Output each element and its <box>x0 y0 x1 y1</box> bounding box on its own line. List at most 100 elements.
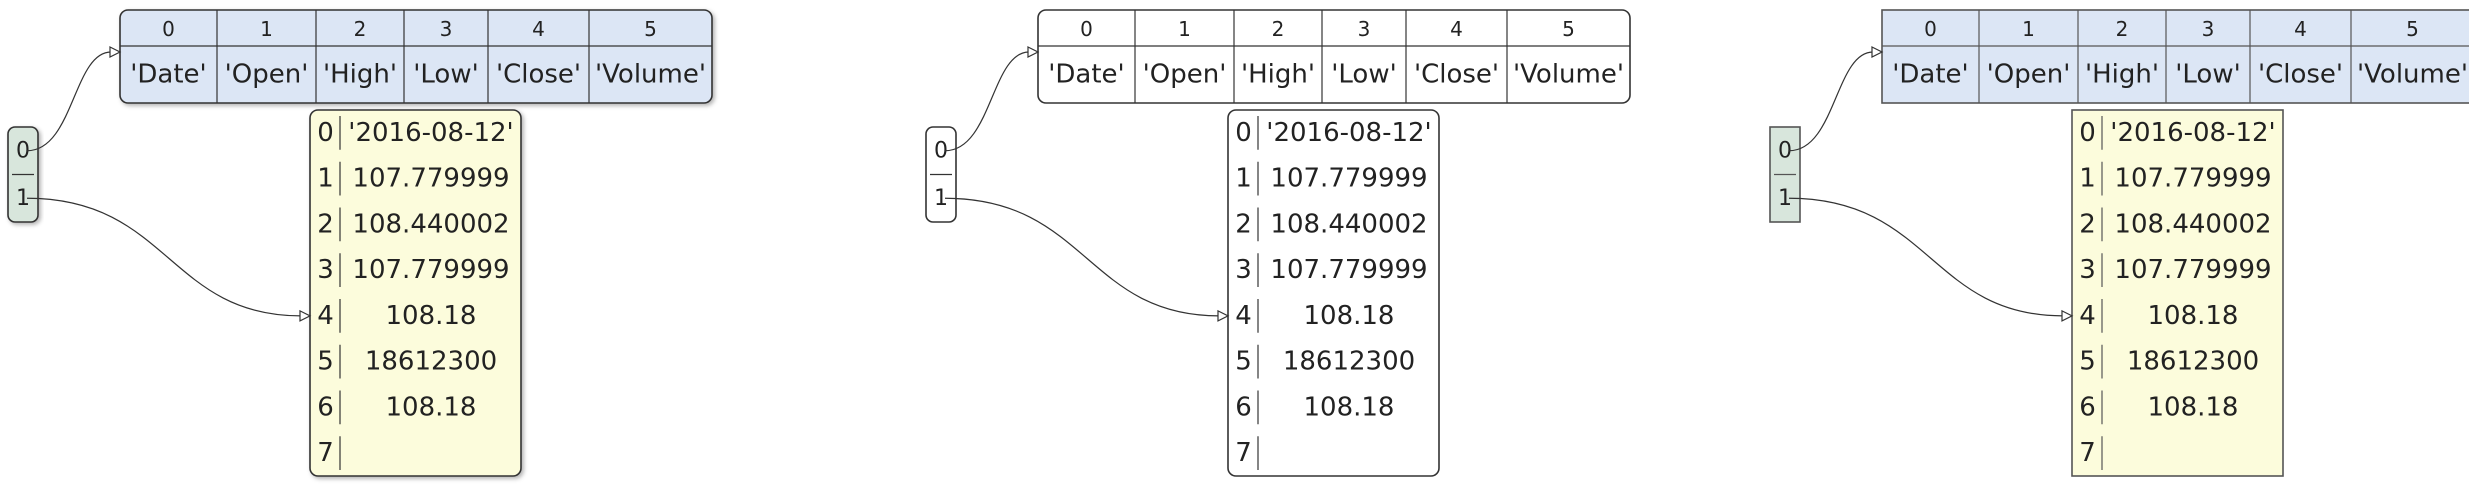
row-value: 18612300 <box>2127 347 2259 377</box>
row-index: 0 <box>2079 118 2096 148</box>
header-index: 3 <box>1358 17 1371 41</box>
row-value: 107.779999 <box>352 164 509 194</box>
root-index: 0 <box>1778 138 1792 163</box>
row-index: 2 <box>317 209 334 239</box>
row-value: 108.440002 <box>2114 209 2271 239</box>
diagram-2: 0'Date'1'Open'2'High'3'Low'4'Close'5'Vol… <box>1769 9 2469 477</box>
row-index: 6 <box>317 392 334 422</box>
row-value: 107.779999 <box>352 255 509 285</box>
row-value: 107.779999 <box>2114 164 2271 194</box>
header-list-box <box>1881 9 2469 104</box>
row-index: 3 <box>2079 255 2096 285</box>
header-value: 'Low' <box>2175 60 2241 90</box>
row-value: '2016-08-12' <box>2110 118 2275 148</box>
row-index: 3 <box>1235 255 1252 285</box>
header-index: 4 <box>532 17 545 41</box>
row-index: 4 <box>317 301 334 331</box>
row-index: 7 <box>2079 438 2096 468</box>
row-value: 108.18 <box>386 301 477 331</box>
row-list-box <box>2071 109 2284 477</box>
header-value: 'Volume' <box>595 60 706 90</box>
edge-root0-to-header <box>944 51 1030 152</box>
header-index: 0 <box>1080 17 1093 41</box>
header-list: 0'Date'1'Open'2'High'3'Low'4'Close'5'Vol… <box>119 9 713 104</box>
root-index: 1 <box>16 186 30 211</box>
edge-root1-to-rows-arrowhead <box>2061 309 2074 322</box>
header-index: 0 <box>1924 17 1937 41</box>
diagram-0: 0'Date'1'Open'2'High'3'Low'4'Close'5'Vol… <box>7 9 713 477</box>
row-index: 6 <box>1235 392 1252 422</box>
row-index: 4 <box>2079 301 2096 331</box>
header-value: 'Date' <box>1048 60 1124 90</box>
row-value: 108.440002 <box>352 209 509 239</box>
root-index: 0 <box>934 138 948 163</box>
header-value: 'Date' <box>1892 60 1968 90</box>
header-value: 'Close' <box>496 60 581 90</box>
row-index: 1 <box>1235 164 1252 194</box>
row-value: 107.779999 <box>2114 255 2271 285</box>
row-index: 5 <box>1235 347 1252 377</box>
row-value: 107.779999 <box>1270 255 1427 285</box>
header-index: 1 <box>2022 17 2035 41</box>
header-value: 'Date' <box>130 60 206 90</box>
row-index: 5 <box>2079 347 2096 377</box>
row-index: 7 <box>1235 438 1252 468</box>
edge-root1-to-rows <box>1788 197 2064 317</box>
header-index: 2 <box>354 17 367 41</box>
root-node: 01 <box>1769 126 1801 223</box>
row-index: 1 <box>317 164 334 194</box>
row-value: 108.18 <box>1304 301 1395 331</box>
header-list: 0'Date'1'Open'2'High'3'Low'4'Close'5'Vol… <box>1037 9 1631 104</box>
row-value: 107.779999 <box>1270 164 1427 194</box>
row-value: 108.18 <box>386 392 477 422</box>
row-list-box <box>309 109 522 477</box>
header-value: 'Volume' <box>1513 60 1624 90</box>
header-list: 0'Date'1'Open'2'High'3'Low'4'Close'5'Vol… <box>1881 9 2469 104</box>
row-value: '2016-08-12' <box>1266 118 1431 148</box>
row-value: 108.440002 <box>1270 209 1427 239</box>
root-index: 0 <box>16 138 30 163</box>
header-value: 'High' <box>2085 60 2159 90</box>
edge-root1-to-rows <box>944 197 1220 317</box>
row-index: 0 <box>317 118 334 148</box>
edge-root0-to-header-arrowhead <box>1871 46 1884 58</box>
row-value: 18612300 <box>365 347 497 377</box>
row-list-box <box>1227 109 1440 477</box>
row-index: 5 <box>317 347 334 377</box>
edge-root0-to-header-arrowhead <box>109 46 122 58</box>
header-index: 2 <box>1272 17 1285 41</box>
header-value: 'Close' <box>1414 60 1499 90</box>
header-value: 'Volume' <box>2357 60 2468 90</box>
row-value: 108.18 <box>1304 392 1395 422</box>
edge-root1-to-rows-arrowhead <box>1217 309 1230 322</box>
row-value: 18612300 <box>1283 347 1415 377</box>
header-index: 1 <box>1178 17 1191 41</box>
root-node: 01 <box>7 126 39 223</box>
edge-root1-to-rows-arrowhead <box>299 309 312 322</box>
row-index: 2 <box>2079 209 2096 239</box>
row-value: '2016-08-12' <box>348 118 513 148</box>
edge-root0-to-header <box>26 51 112 152</box>
header-index: 2 <box>2116 17 2129 41</box>
header-index: 4 <box>1450 17 1463 41</box>
row-value: 108.18 <box>2148 301 2239 331</box>
row-index: 4 <box>1235 301 1252 331</box>
header-value: 'Open' <box>1987 60 2071 90</box>
row-index: 3 <box>317 255 334 285</box>
root-index: 1 <box>1778 186 1792 211</box>
header-value: 'High' <box>1241 60 1315 90</box>
root-node: 01 <box>925 126 957 223</box>
edge-root0-to-header-arrowhead <box>1027 46 1040 58</box>
header-value: 'Low' <box>413 60 479 90</box>
header-value: 'High' <box>323 60 397 90</box>
root-index: 1 <box>934 186 948 211</box>
row-list: 0 '2016-08-12' 1 107.779999 2 108.440002 3 107.… <box>309 109 522 477</box>
header-index: 4 <box>2294 17 2307 41</box>
header-value: 'Open' <box>1143 60 1227 90</box>
header-index: 1 <box>260 17 273 41</box>
row-index: 7 <box>317 438 334 468</box>
row-value: 108.18 <box>2148 392 2239 422</box>
edge-root0-to-header <box>1788 51 1874 152</box>
header-index: 3 <box>440 17 453 41</box>
